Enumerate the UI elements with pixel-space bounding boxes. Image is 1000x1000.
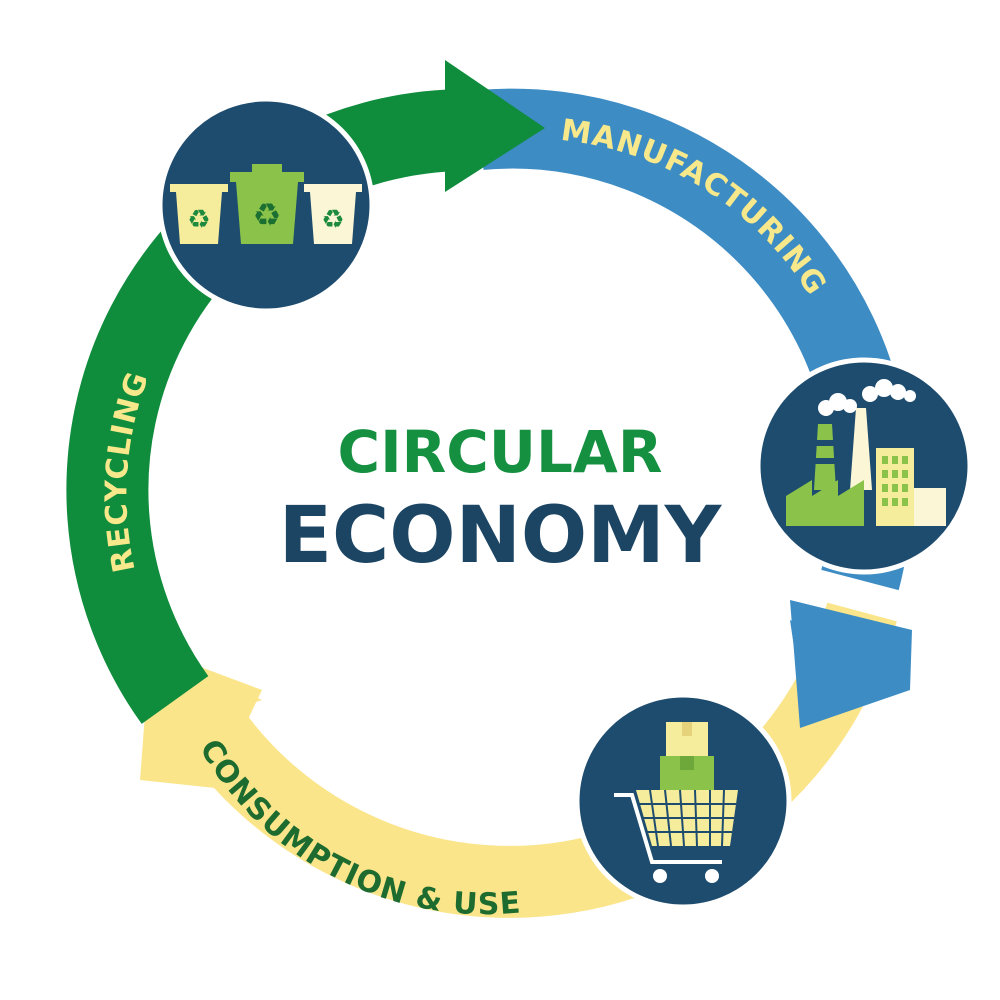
recycling-bins-icon: ♻ ♻ ♻ [157,96,375,314]
factory-icon [755,357,973,575]
svg-text:♻: ♻ [187,205,210,235]
shopping-cart-icon [574,692,792,910]
svg-text:♻: ♻ [253,196,282,234]
svg-text:♻: ♻ [321,205,344,235]
title-line-1: CIRCULAR [338,418,663,486]
title-line-2: ECONOMY [279,491,723,581]
